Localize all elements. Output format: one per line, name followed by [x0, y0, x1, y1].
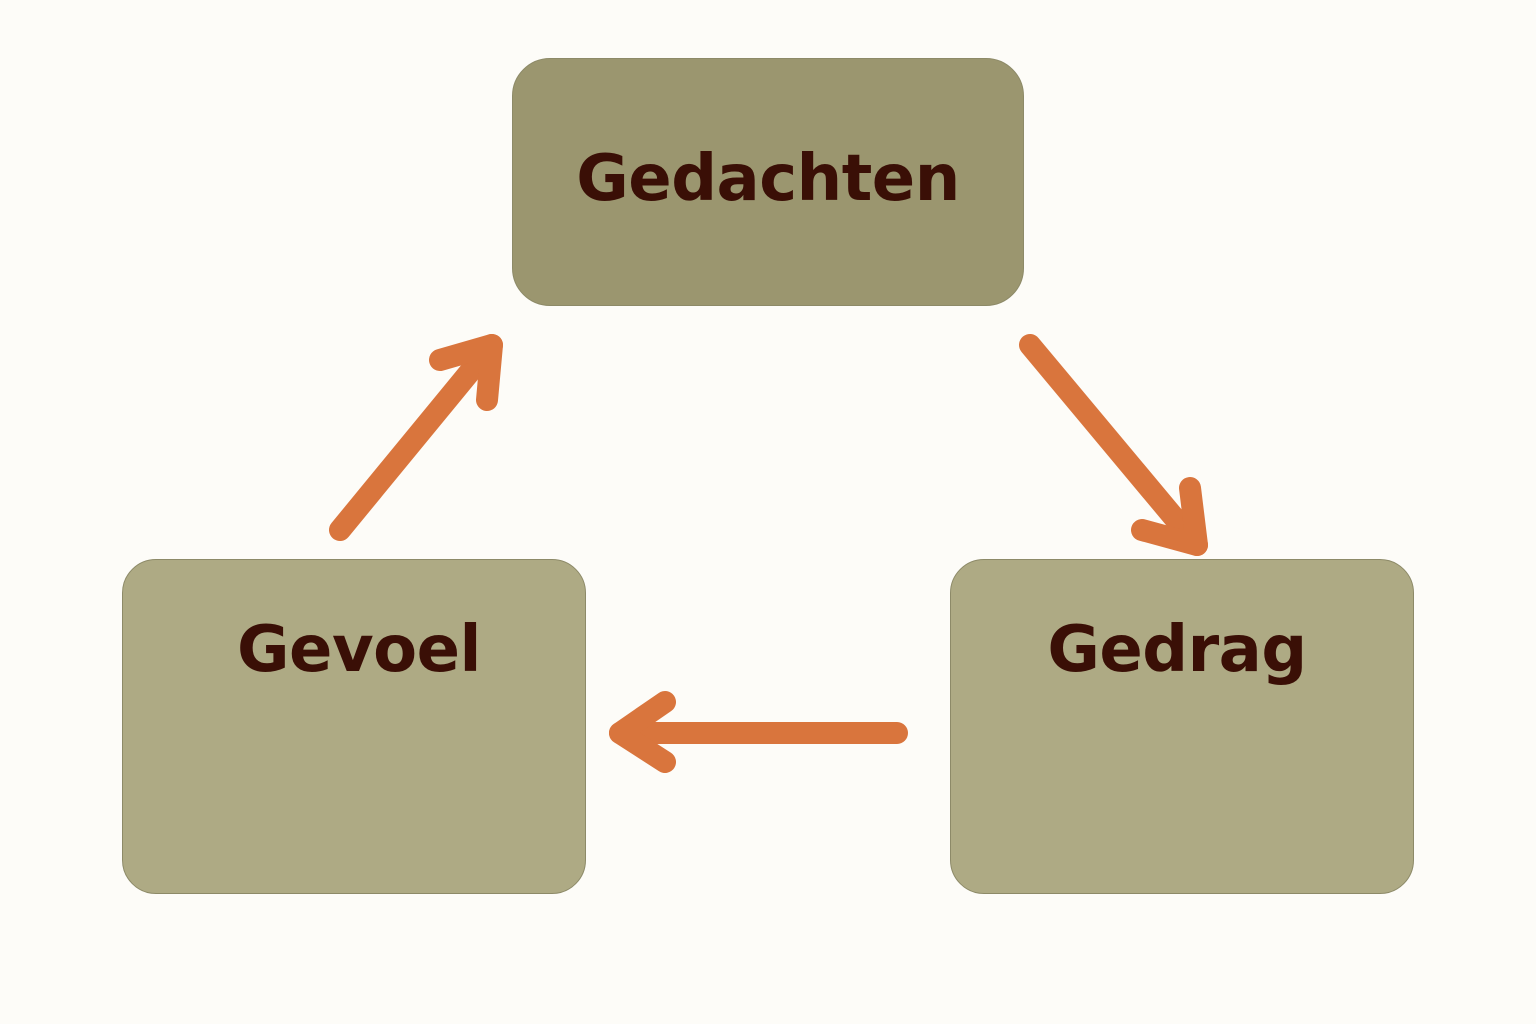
- node-gedrag: Gedrag: [950, 559, 1414, 894]
- node-gevoel-label: Gevoel: [237, 613, 481, 687]
- node-gedrag-label: Gedrag: [1047, 613, 1307, 687]
- arrow-gevoel-to-gedachten: [329, 334, 503, 541]
- node-gedachten-label: Gedachten: [576, 142, 960, 216]
- node-gevoel: Gevoel: [122, 559, 586, 894]
- node-gedachten: Gedachten: [512, 58, 1024, 306]
- arrow-gedachten-to-gedrag: [1019, 334, 1208, 556]
- arrow-gedrag-to-gevoel: [609, 691, 908, 773]
